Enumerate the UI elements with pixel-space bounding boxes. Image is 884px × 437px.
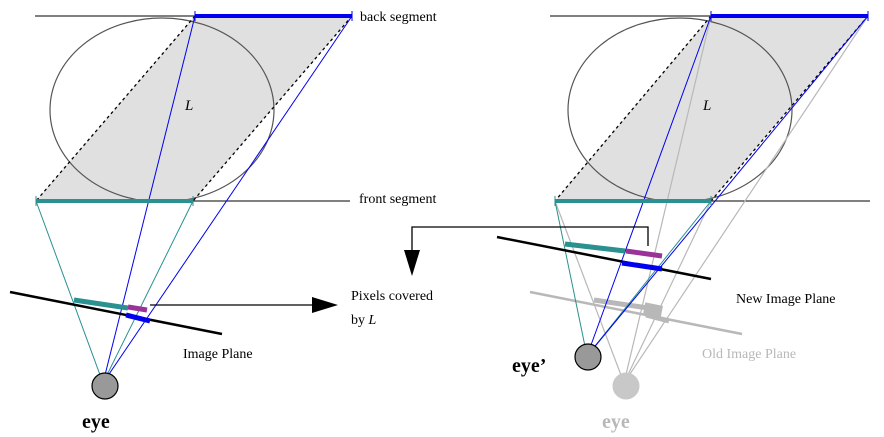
new-teal-ray-2 xyxy=(586,200,712,357)
new-blue-ray-2 xyxy=(586,15,869,357)
left-teal-ray-2 xyxy=(102,200,194,384)
left-teal-ray-1 xyxy=(35,200,104,384)
new-blue-ray-1 xyxy=(586,15,712,357)
left-projected-teal xyxy=(73,297,129,311)
old-image-plane-label: Old Image Plane xyxy=(702,347,796,362)
new-image-plane xyxy=(496,235,712,281)
front-segment-label: front segment xyxy=(359,192,436,207)
left-shaded-region xyxy=(36,16,352,201)
left-eye-circle xyxy=(91,372,119,400)
left-projected-blue xyxy=(125,312,151,324)
left-panel xyxy=(9,11,353,400)
pixels-covered-line1: Pixels covered xyxy=(351,289,433,304)
left-dashed-edge-2 xyxy=(192,15,353,202)
pixels-arrow xyxy=(150,297,338,313)
eye-label: eye xyxy=(82,411,110,433)
old-ray-1 xyxy=(554,200,625,384)
back-segment-label: back segment xyxy=(360,10,437,25)
new-projected-teal xyxy=(564,241,626,254)
pixels-covered-line2: by L xyxy=(351,313,377,328)
new-plane-arrow xyxy=(404,226,649,276)
new-eye-circle xyxy=(574,343,602,371)
left-L-label: L xyxy=(184,98,193,114)
old-image-plane xyxy=(529,290,743,336)
right-shaded-region xyxy=(555,16,868,201)
new-projected-purple xyxy=(625,248,663,259)
old-projected-block xyxy=(643,302,663,318)
eye-prime-label: eye’ xyxy=(512,355,546,377)
new-projected-blue xyxy=(621,260,663,272)
right-panel xyxy=(496,11,870,400)
left-dashed-edge-1 xyxy=(35,15,196,202)
left-projected-purple xyxy=(127,304,148,313)
new-image-plane-label: New Image Plane xyxy=(736,292,836,307)
right-dashed-edge-1 xyxy=(554,15,712,202)
right-L-label: L xyxy=(702,98,711,114)
old-projected-strip xyxy=(593,297,649,311)
left-image-plane xyxy=(9,290,223,336)
old-eye-label: eye xyxy=(602,411,630,433)
image-plane-label: Image Plane xyxy=(183,347,253,362)
old-ray-2 xyxy=(623,200,712,384)
right-dashed-edge-2 xyxy=(710,15,869,202)
old-projected-strip-2 xyxy=(645,312,670,324)
old-eye-circle xyxy=(612,372,640,400)
new-teal-ray-1 xyxy=(554,200,588,357)
pixels-covered-L: L xyxy=(368,313,377,328)
pixels-covered-by: by xyxy=(351,313,369,328)
